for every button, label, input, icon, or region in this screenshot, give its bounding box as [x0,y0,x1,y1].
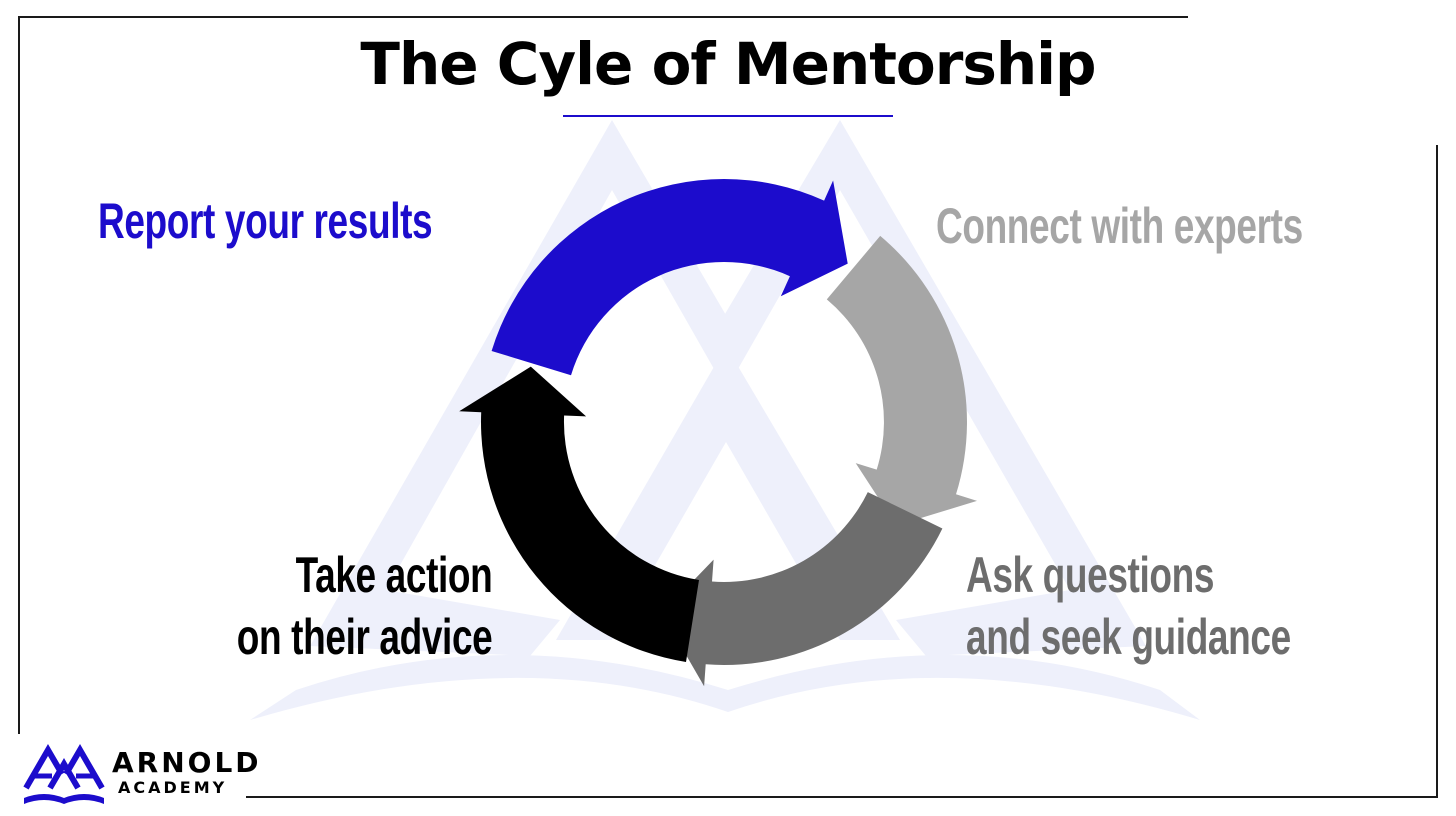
frame-bottom-line [246,796,1438,798]
frame-left-line [18,16,20,734]
step-label-connect-line: Connect with experts [936,198,1303,254]
logo-subtitle: ACADEMY [118,778,228,797]
cycle-arrow-take [459,366,699,662]
cycle-arrow-ask [661,492,943,687]
step-label-ask-line-2: and seek guidance [966,609,1291,665]
frame-top-line [18,16,1188,18]
watermark-peak-right [706,120,1146,656]
step-label-report: Report your results [98,190,433,252]
title-underline [563,115,893,117]
cycle-arrow-report [491,179,848,376]
step-label-take-line-2: on their advice [236,609,492,665]
arnold-academy-logo: ARNOLD ACADEMY [20,744,259,806]
page-title: The Cyle of Mentorship [360,30,1096,98]
logo-name: ARNOLD [112,746,262,779]
step-label-report-line: Report your results [98,193,433,249]
step-label-ask: Ask questions and seek guidance [966,544,1291,668]
step-label-ask-line-1: Ask questions [966,547,1215,603]
watermark-peak-left [310,120,744,656]
frame-right-line [1436,145,1438,798]
step-label-take: Take action on their advice [236,544,492,668]
arnold-academy-logo-icon [23,744,105,804]
watermark-book [250,655,1200,720]
step-label-take-line-1: Take action [295,547,492,603]
step-label-connect: Connect with experts [936,195,1303,257]
cycle-arrow-connect [826,235,977,526]
